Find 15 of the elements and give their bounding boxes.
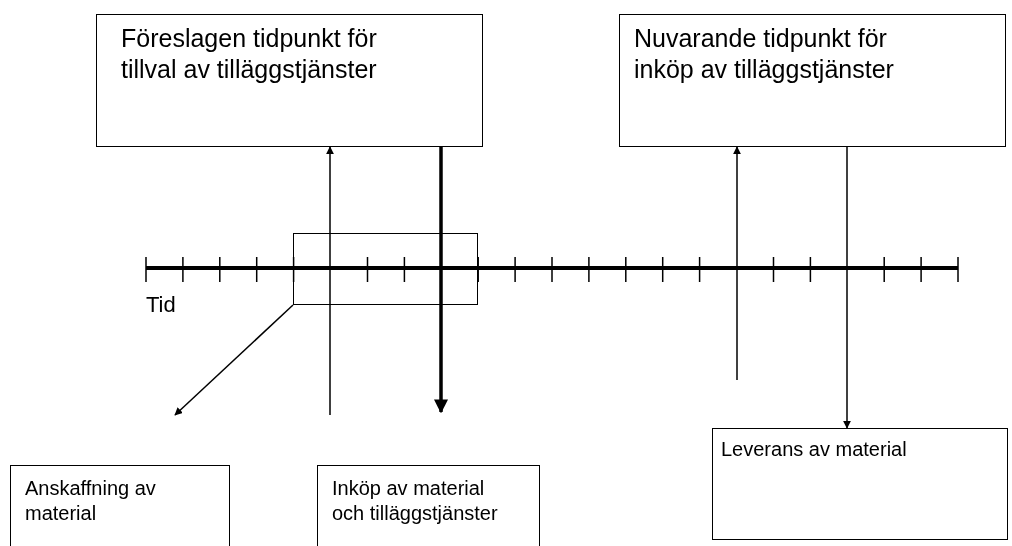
box-text: Nuvarande tidpunkt för inköp av tilläggstjänster bbox=[634, 23, 895, 86]
box-text: Anskaffning av material bbox=[25, 476, 157, 526]
axis-label: Tid bbox=[146, 292, 176, 318]
box-text: Föreslagen tidpunkt för tillval av tilläggstjänster bbox=[121, 23, 378, 86]
arrow bbox=[434, 147, 448, 414]
callout-box bbox=[619, 14, 1006, 147]
event-box bbox=[712, 428, 1008, 540]
highlight-frame bbox=[293, 233, 478, 305]
arrow bbox=[174, 304, 294, 416]
box-text: Inköp av material och tilläggstjänster bbox=[332, 476, 499, 526]
arrow bbox=[733, 146, 741, 381]
callout-box bbox=[96, 14, 483, 147]
box-text: Leverans av material bbox=[721, 437, 908, 462]
arrow bbox=[843, 146, 851, 429]
arrow bbox=[326, 146, 334, 416]
